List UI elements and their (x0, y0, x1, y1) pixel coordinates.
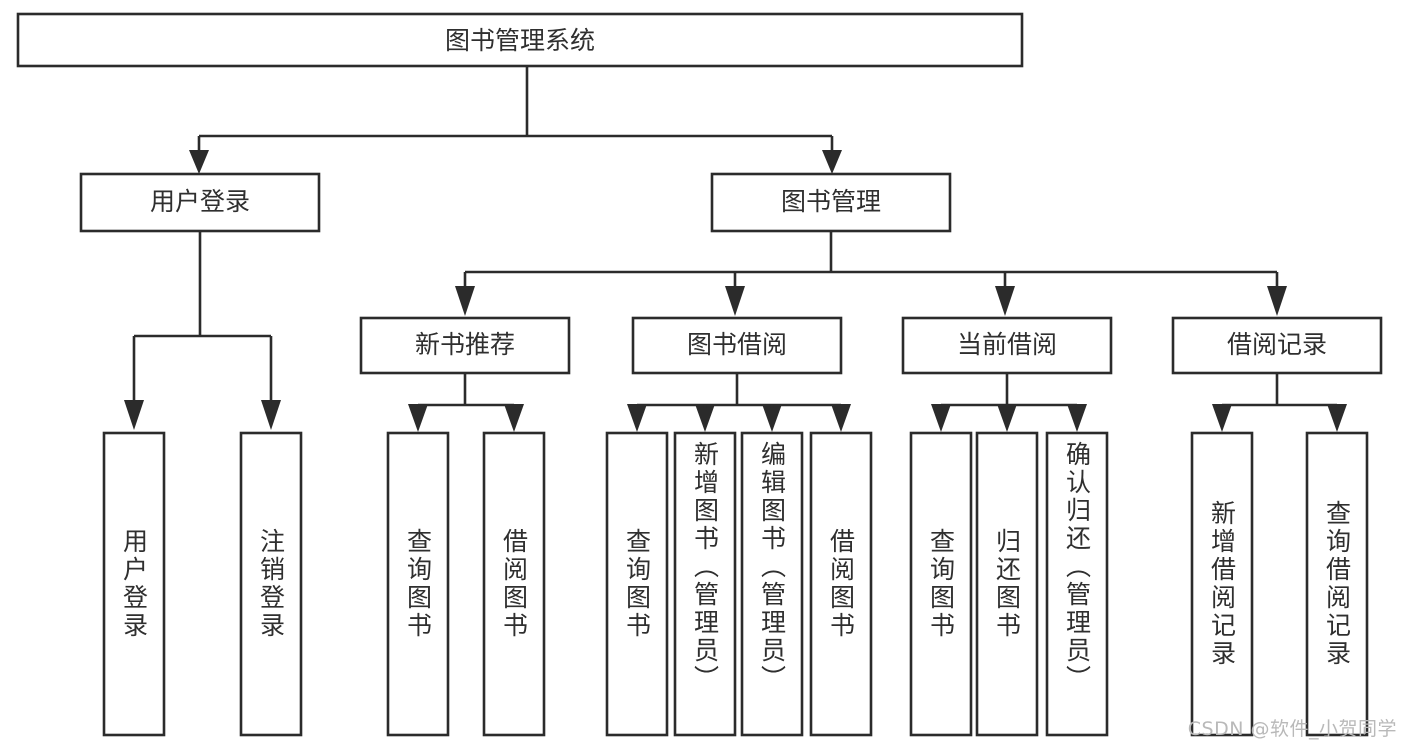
arrow-head-icon (995, 286, 1015, 316)
arrow-head-icon (261, 400, 281, 430)
arrow-head-icon (831, 404, 851, 432)
arrow-head-icon (931, 404, 951, 432)
node-new-book-rec-box[interactable] (359, 316, 571, 375)
node-borrow-record[interactable]: 借阅记录 (1171, 316, 1383, 375)
arrow-head-icon (504, 404, 524, 432)
leaf-box-query-book-c[interactable] (909, 431, 973, 737)
arrow-head-icon (725, 286, 745, 316)
node-user-login[interactable]: 用户登录 (79, 172, 321, 233)
leaf-box-borrow-book-b[interactable] (809, 431, 873, 737)
arrow-head-icon (1267, 286, 1287, 316)
arrow-head-icon (189, 150, 209, 174)
connector-borrow-record-to-leaves (1212, 373, 1347, 432)
arrow-head-icon (1327, 404, 1347, 432)
node-current-borrow[interactable]: 当前借阅 (901, 316, 1113, 375)
leaf-box-edit-book[interactable] (740, 431, 804, 737)
arrow-head-icon (695, 404, 715, 432)
node-book-borrow[interactable]: 图书借阅 (631, 316, 843, 375)
connector-book-borrow-to-leaves (627, 373, 851, 432)
leaf-box-query-record[interactable] (1305, 431, 1369, 737)
arrow-head-icon (455, 286, 475, 316)
arrow-head-icon (408, 404, 428, 432)
node-root-box[interactable] (16, 12, 1024, 68)
leaf-box-query-book-b[interactable] (605, 431, 669, 737)
csdn-watermark: CSDN @软件_小贺同学 (1187, 718, 1397, 740)
node-user-login-label: 用户登录 (150, 187, 250, 216)
connector-new-book-rec-to-leaves (408, 373, 524, 432)
node-current-borrow-label: 当前借阅 (957, 330, 1057, 359)
connector-current-borrow-to-leaves (931, 373, 1087, 432)
connector-user-login-to-leaves (124, 231, 281, 430)
arrow-head-icon (627, 404, 647, 432)
arrow-head-icon (1067, 404, 1087, 432)
arrow-head-icon (124, 400, 144, 430)
leaf-box-user-login[interactable] (102, 431, 166, 737)
arrow-head-icon (997, 404, 1017, 432)
node-new-book-rec[interactable]: 新书推荐 (359, 316, 571, 375)
leaf-box-confirm-return[interactable] (1045, 431, 1109, 737)
arrow-head-icon (762, 404, 782, 432)
leaf-box-add-record[interactable] (1190, 431, 1254, 737)
node-borrow-record-label: 借阅记录 (1227, 330, 1327, 359)
node-book-manage-box[interactable] (710, 172, 952, 233)
node-book-manage[interactable]: 图书管理 (710, 172, 952, 233)
node-book-borrow-label: 图书借阅 (687, 330, 787, 359)
node-current-borrow-box[interactable] (901, 316, 1113, 375)
node-borrow-record-box[interactable] (1171, 316, 1383, 375)
connector-root-to-level1 (189, 66, 842, 174)
leaf-box-return-book[interactable] (975, 431, 1039, 737)
leaf-box-add-book[interactable] (673, 431, 737, 737)
arrow-head-icon (1212, 404, 1232, 432)
leaf-box-logout[interactable] (239, 431, 303, 737)
node-book-borrow-box[interactable] (631, 316, 843, 375)
leaf-box-borrow-book-a[interactable] (482, 431, 546, 737)
arrow-head-icon (822, 150, 842, 174)
node-new-book-rec-label: 新书推荐 (415, 330, 515, 359)
connector-book-manage-to-level2 (455, 231, 1287, 316)
leaf-box-query-book-a[interactable] (386, 431, 450, 737)
node-root[interactable]: 图书管理系统 (16, 12, 1024, 68)
node-book-manage-label: 图书管理 (781, 187, 881, 216)
node-root-label: 图书管理系统 (445, 26, 595, 55)
